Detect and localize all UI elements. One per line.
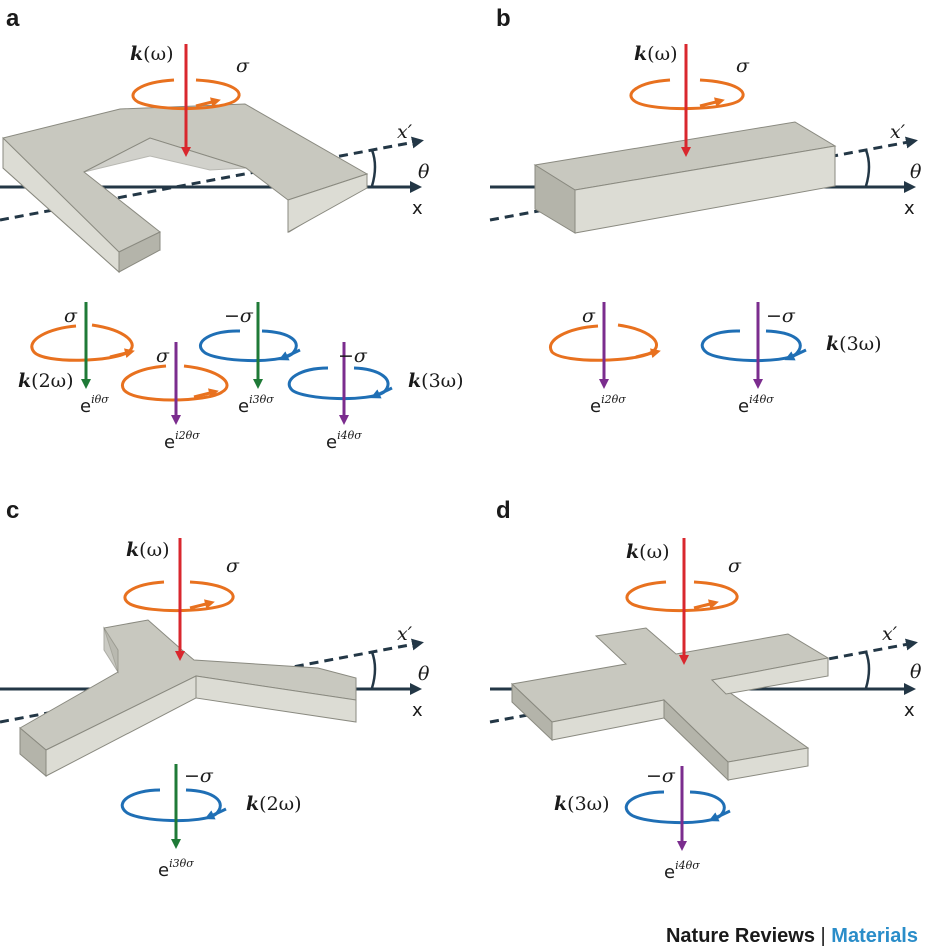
x-prime-axis-a [0, 136, 424, 222]
k-omega-label-d: k(ω) [626, 541, 670, 563]
phase-label-b4: ei4θσ [738, 393, 774, 417]
harmonic-1-a: σ k(2ω) eiθσ [18, 302, 135, 417]
theta-arc-d [864, 651, 871, 689]
x-prime-label-c: x′ [397, 623, 413, 645]
sigma-label-d: σ [728, 555, 742, 577]
panel-c: c k(ω) σ x′ θ x −σ k(2ω) ei3θσ [0, 497, 430, 881]
journal-section: Materials [831, 925, 918, 947]
incident-spin-c [123, 580, 235, 613]
k-omega-label-a: k(ω) [130, 43, 174, 65]
credit-separator: | [820, 925, 826, 947]
journal-credit: Nature Reviews | Materials [666, 925, 918, 948]
phase-label-h4: ei4θσ [326, 429, 362, 453]
incident-spin-b [629, 78, 745, 111]
neg-sigma-label-b4: −σ [766, 305, 796, 327]
figure-canvas: a k(ω) σ x′ θ x [0, 5, 922, 883]
harmonic-4-b: −σ k(3ω) ei4θσ [700, 302, 882, 417]
k-3omega-label-d: k(3ω) [554, 793, 610, 815]
k-omega-label-b: k(ω) [634, 43, 678, 65]
panel-b: b k(ω) σ x′ θ x σ ei2θσ − [489, 5, 922, 417]
x-label-b: x [904, 198, 915, 219]
sigma-label-c: σ [226, 555, 240, 577]
panel-label-d: d [496, 497, 511, 524]
theta-label-c: θ [418, 663, 430, 685]
incident-spin-a [131, 78, 241, 111]
theta-label-b: θ [910, 161, 922, 183]
k-3omega-label-a: k(3ω) [408, 370, 464, 392]
panel-d: d k(ω) σ x′ θ x −σ k(3ω) ei4θσ [489, 497, 922, 883]
harmonic-2-b: σ ei2θσ [549, 302, 661, 417]
x-prime-label-a: x′ [397, 121, 413, 143]
x-prime-label-d: x′ [882, 623, 898, 645]
harmonic-3-c: −σ k(2ω) ei3θσ [120, 764, 302, 881]
phase-label-d: ei4θσ [664, 859, 700, 883]
theta-arc-b [864, 149, 871, 187]
cross-shaped-nanostructure [510, 627, 830, 782]
x-label-c: x [412, 700, 423, 721]
sigma-label-h1: σ [64, 305, 78, 327]
y-shaped-nanostructure [19, 619, 357, 778]
phase-label-b2: ei2θσ [590, 393, 626, 417]
theta-label-d: θ [910, 661, 922, 683]
x-label-d: x [904, 700, 915, 721]
phase-label-c: ei3θσ [158, 857, 194, 881]
k-3omega-label-b: k(3ω) [826, 333, 882, 355]
sigma-label-b: σ [736, 55, 750, 77]
phase-label-h2: ei2θσ [164, 429, 200, 453]
incident-spin-d [625, 580, 739, 613]
panel-label-c: c [6, 497, 19, 524]
neg-sigma-label-d: −σ [646, 765, 676, 787]
sigma-label-h2: σ [156, 345, 170, 367]
theta-label-a: θ [418, 161, 430, 183]
neg-sigma-label-h4: −σ [338, 345, 368, 367]
theta-arc-c [370, 651, 377, 689]
theta-arc-a [370, 149, 377, 187]
phase-label-h3: ei3θσ [238, 393, 274, 417]
sigma-label-a: σ [236, 55, 250, 77]
panel-label-a: a [6, 5, 20, 32]
harmonic-2-a: σ ei2θσ [120, 342, 229, 453]
harmonic-3-a: −σ ei3θσ [199, 302, 301, 417]
neg-sigma-label-h3: −σ [224, 305, 254, 327]
panel-a: a k(ω) σ x′ θ x [0, 5, 464, 453]
k-omega-label-c: k(ω) [126, 539, 170, 561]
phase-label-h1: eiθσ [80, 393, 109, 417]
x-prime-label-b: x′ [890, 121, 906, 143]
harmonic-4-d: −σ k(3ω) ei4θσ [554, 765, 731, 883]
sigma-label-b2: σ [582, 305, 596, 327]
neg-sigma-label-c: −σ [184, 765, 214, 787]
k-2omega-label-c: k(2ω) [246, 793, 302, 815]
k-2omega-label-a: k(2ω) [18, 370, 74, 392]
harmonic-4-a: −σ k(3ω) ei4θσ [287, 342, 464, 453]
journal-name: Nature Reviews [665, 925, 815, 947]
panel-label-b: b [496, 5, 511, 32]
x-label-a: x [412, 198, 423, 219]
u-shaped-nanostructure [2, 103, 369, 274]
